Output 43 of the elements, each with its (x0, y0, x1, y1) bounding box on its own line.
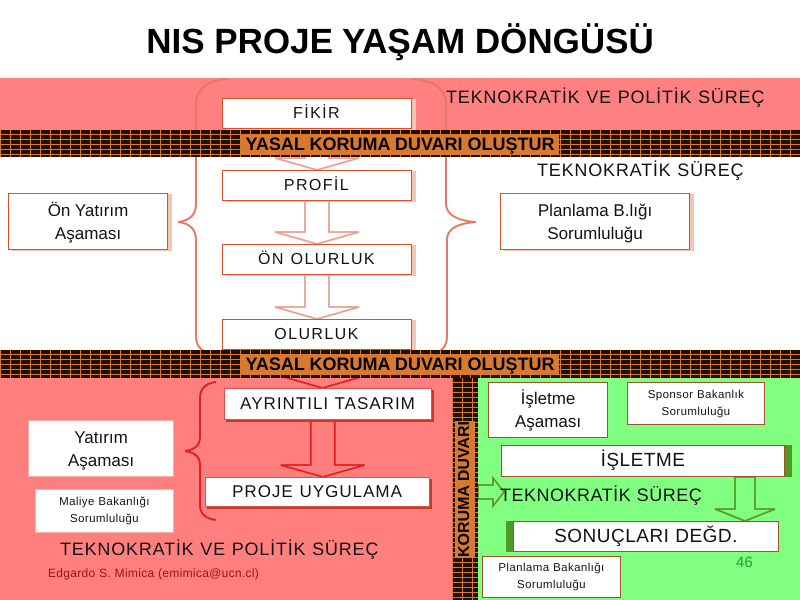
band-heading: TEKNOKRATİK VE POLİTİK SÜREÇ (446, 86, 766, 108)
note-box (35, 489, 174, 533)
block-arrow (274, 274, 360, 320)
step-label: FİKİR (293, 104, 341, 122)
phase-box (28, 420, 174, 477)
step-label: PROJE UYGULAMA (232, 482, 403, 502)
process-box (205, 477, 430, 507)
wall-caption: YASAL KORUMA DUVARI OLUŞTUR (241, 134, 558, 154)
block-arrow (280, 419, 366, 478)
note-box (482, 556, 621, 598)
responsibility-note: Maliye Bakanlığı Sorumluluğu (58, 495, 151, 527)
diagram-title: NIS PROJE YAŞAM DÖNGÜSÜ (146, 22, 654, 62)
responsibility-note: Sponsor Bakanlık Sorumluluğu (646, 388, 746, 420)
wall-caption: YASAL KORUMA DUVARI OLUŞTUR (241, 354, 558, 374)
step-label: İŞLETME (600, 450, 686, 472)
process-caption: TEKNOKRATİK SÜREÇ (537, 160, 744, 180)
step-label: OLURLUK (274, 326, 360, 344)
phase-label: Yatırım Aşaması (66, 426, 136, 472)
phase-label: Ön Yatırım Aşaması (46, 200, 130, 244)
process-box (224, 388, 432, 420)
author-credit: Edgardo S. Mimica (emimica@ucn.cl) (48, 565, 260, 582)
stage-panel (0, 378, 452, 600)
note-box (627, 382, 765, 425)
step-label: AYRINTILI TASARIM (240, 394, 416, 414)
brick-wall (452, 378, 478, 600)
step-label: SONUÇLARI DEĞD. (554, 526, 738, 548)
phase-box (488, 382, 608, 438)
phase-label: Planlama B.lığı Sorumluluğu (536, 200, 654, 244)
responsibility-note: Planlama Bakanlığı Sorumluluğu (497, 561, 606, 593)
brick-wall-band (0, 130, 800, 157)
stage-band (0, 78, 800, 130)
page-number: 46 (736, 553, 753, 573)
panel-heading: TEKNOKRATİK VE POLİTİK SÜREÇ (60, 538, 380, 560)
wall-caption: KORUMA DUVARI (455, 421, 475, 557)
brick-wall-band (0, 350, 800, 378)
phase-label: İşletme Aşaması (514, 388, 582, 433)
panel-heading: TEKNOKRATİK SÜREÇ (500, 484, 702, 506)
step-label: ÖN OLURLUK (258, 250, 376, 268)
step-label: PROFİL (284, 176, 350, 194)
block-arrow (714, 476, 776, 522)
block-arrow (477, 475, 506, 509)
block-arrow (274, 200, 360, 245)
stage-panel (478, 378, 800, 600)
